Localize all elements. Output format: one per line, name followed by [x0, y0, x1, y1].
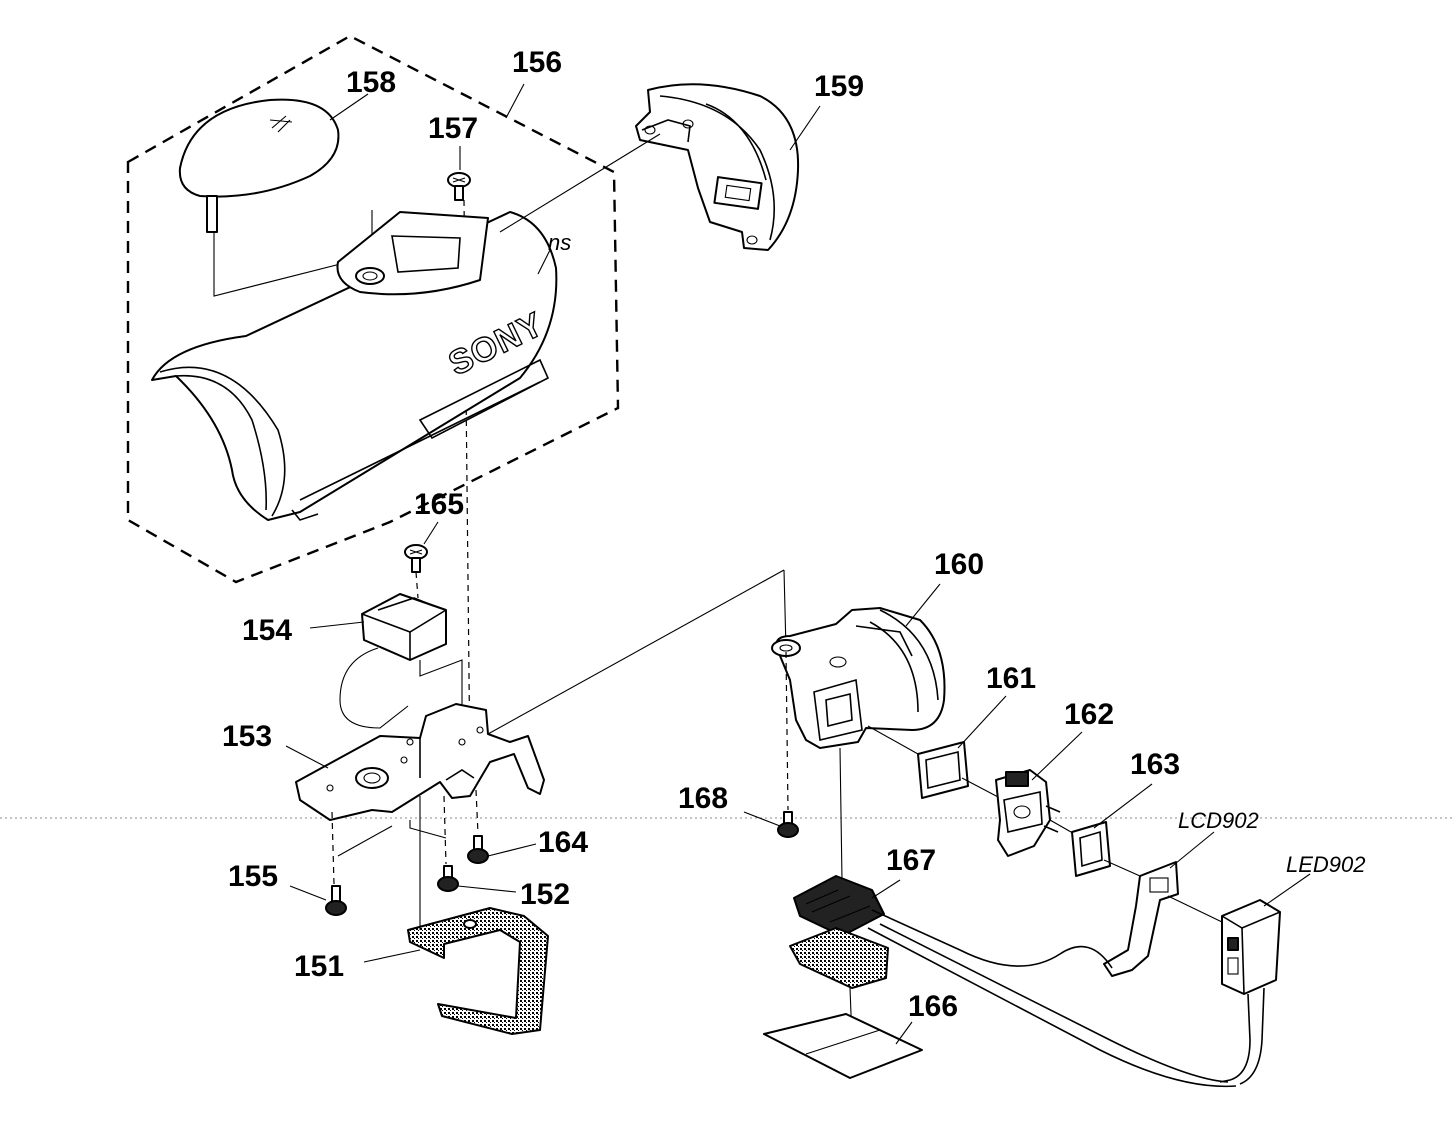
- assembly-156-dashed-outline: [126, 34, 620, 584]
- label-168: 168: [678, 782, 728, 815]
- leader-label-153: [285, 745, 329, 769]
- label-ns: ns: [548, 230, 571, 255]
- leader-160-down-167: [839, 747, 843, 881]
- part-158-cap: [178, 98, 340, 233]
- leader-label-152: [457, 885, 517, 893]
- leader-lcd-to-led: [1167, 895, 1223, 923]
- label-165: 165: [414, 488, 464, 521]
- part-168-screw: [777, 811, 799, 838]
- leader-label-165: [423, 521, 439, 545]
- leader-160-to-161: [867, 725, 919, 755]
- leader-155-loop: [337, 825, 393, 857]
- leader-label-156: [505, 83, 525, 119]
- leader-163-to-lcd: [1103, 859, 1141, 877]
- dash-155-up: [331, 811, 335, 885]
- leader-158-to-housing: [213, 210, 373, 297]
- part-161-filter-frame: [917, 741, 969, 799]
- leader-label-led902: [1263, 873, 1311, 907]
- label-153: 153: [222, 720, 272, 753]
- label-led902: LED902: [1286, 852, 1366, 877]
- part-155-screw: [325, 885, 347, 916]
- label-166: 166: [908, 990, 958, 1023]
- part-162-sensor-holder: [995, 769, 1061, 857]
- label-159: 159: [814, 70, 864, 103]
- leader-161-to-162: [961, 777, 1001, 799]
- part-156-top-housing: SONY: [151, 211, 558, 521]
- leader-label-167: [871, 879, 901, 899]
- leader-154-loop: [339, 647, 463, 729]
- label-157: 157: [428, 112, 478, 145]
- leader-label-168: [743, 811, 781, 827]
- part-165-screw: [404, 544, 428, 573]
- part-led902-module: [1219, 899, 1281, 1085]
- part-164-screw: [467, 835, 489, 864]
- label-158: 158: [346, 66, 396, 99]
- leader-label-166: [895, 1021, 913, 1045]
- leader-label-lcd902: [1169, 831, 1215, 869]
- leader-label-154: [309, 621, 365, 629]
- leader-label-151: [363, 949, 421, 963]
- part-160-lens-block: [771, 607, 946, 749]
- leader-label-163: [1093, 783, 1153, 829]
- label-162: 162: [1064, 698, 1114, 731]
- label-156: 156: [512, 46, 562, 79]
- leader-label-160: [905, 583, 941, 627]
- dash-152-up: [443, 795, 447, 865]
- label-lcd902: LCD902: [1178, 808, 1259, 833]
- leader-label-161: [957, 695, 1007, 749]
- leader-label-162: [1031, 731, 1083, 781]
- label-154: 154: [242, 614, 292, 647]
- label-152: 152: [520, 878, 570, 911]
- part-157-screw: [447, 172, 471, 201]
- dash-164-up: [475, 789, 479, 835]
- part-159-front-bezel: [635, 83, 800, 251]
- label-151: 151: [294, 950, 344, 983]
- leader-label-164: [487, 843, 537, 857]
- dash-168-up: [785, 651, 789, 811]
- dash-165-down: [415, 571, 419, 599]
- leader-label-ns: [537, 249, 551, 275]
- leader-159-housing: [499, 133, 661, 233]
- part-151-flex-cable: [407, 907, 549, 1035]
- part-166-sheet: [763, 1013, 923, 1079]
- dash-157-down: [463, 199, 471, 771]
- leader-151-to-153: [409, 796, 447, 930]
- leader-label-158: [329, 93, 369, 121]
- part-163-small-frame: [1071, 821, 1111, 877]
- label-161: 161: [986, 662, 1036, 695]
- leader-153-to-160: [487, 569, 785, 735]
- part-152-screw: [437, 865, 459, 892]
- part-154-connector: [361, 593, 447, 661]
- part-167-board: [789, 875, 1237, 1088]
- part-lcd902-flex: [1103, 861, 1179, 977]
- leader-label-159: [789, 105, 821, 151]
- label-167: 167: [886, 844, 936, 877]
- label-163: 163: [1130, 748, 1180, 781]
- label-160: 160: [934, 548, 984, 581]
- label-164: 164: [538, 826, 588, 859]
- label-155: 155: [228, 860, 278, 893]
- part-153-bracket-plate: [295, 703, 545, 821]
- leader-label-155: [289, 885, 327, 901]
